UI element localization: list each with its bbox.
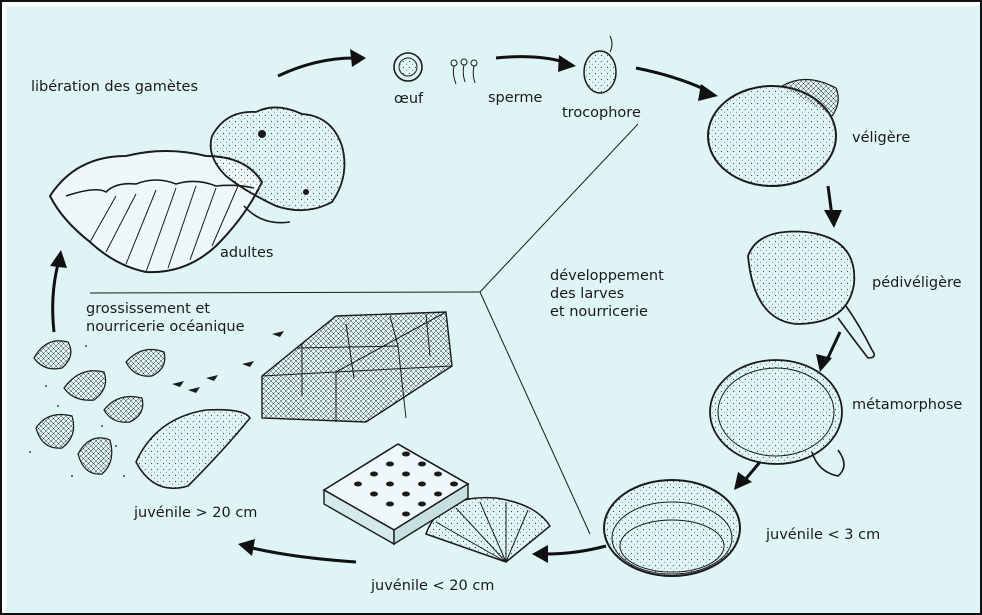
ocean-cages-drawing xyxy=(262,312,452,422)
label-trochophore: trocophore xyxy=(562,104,641,122)
adult-clams-drawing xyxy=(50,107,344,272)
sperm-drawing xyxy=(451,59,477,84)
label-juvenile-lt20: juvénile < 20 cm xyxy=(371,577,494,595)
grown-clams-drawing xyxy=(29,331,284,488)
diagram-panel: libération des gamètes œuf sperme trocop… xyxy=(6,6,980,613)
label-larval-development-1: développement xyxy=(550,267,664,285)
pediveliger-drawing xyxy=(748,232,874,359)
label-ocean-nursery-2: nourricerie océanique xyxy=(86,318,245,336)
label-metamorphosis: métamorphose xyxy=(852,396,962,414)
label-egg: œuf xyxy=(394,90,423,108)
trochophore-drawing xyxy=(584,36,616,93)
label-veliger: véligère xyxy=(852,129,910,147)
label-adults: adultes xyxy=(220,244,273,262)
label-ocean-nursery-1: grossissement et xyxy=(86,300,210,318)
label-pediveliger: pédivéligère xyxy=(872,274,962,292)
label-larval-development-3: et nourricerie xyxy=(550,303,648,321)
label-gamete-release: libération des gamètes xyxy=(31,78,198,96)
label-juvenile-gt20: juvénile > 20 cm xyxy=(134,504,257,522)
label-juvenile-lt3: juvénile < 3 cm xyxy=(766,526,880,544)
veliger-drawing xyxy=(708,79,838,186)
label-larval-development-2: des larves xyxy=(550,285,624,303)
metamorphosis-drawing xyxy=(710,360,844,476)
egg-drawing xyxy=(394,53,422,81)
juvenile-small-drawing xyxy=(604,480,740,576)
label-sperm: sperme xyxy=(488,89,542,107)
